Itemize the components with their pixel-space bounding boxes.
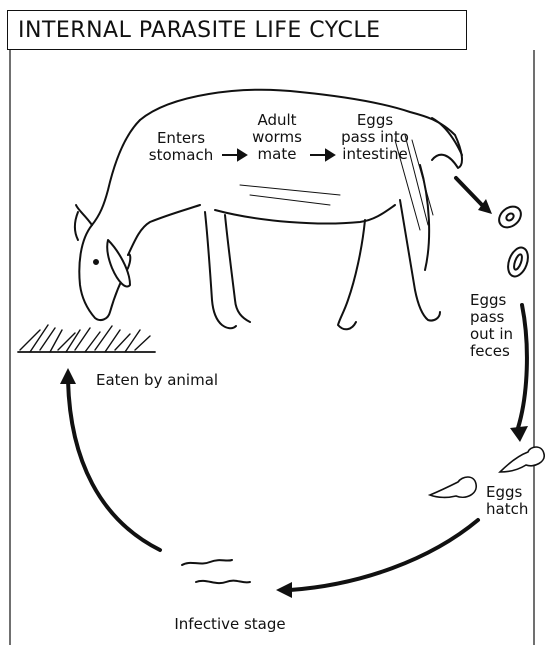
label-line: pass into	[332, 129, 418, 146]
label-line: feces	[470, 343, 530, 360]
infective-larvae	[182, 560, 250, 583]
label-line: mate	[244, 146, 310, 163]
grass-illustration	[18, 325, 155, 352]
label-eggs-pass-into-intestine: Eggs pass into intestine	[332, 112, 418, 163]
label-line: Eggs	[486, 484, 538, 501]
label-line: pass	[470, 309, 530, 326]
label-line: Enters	[140, 130, 222, 147]
label-line: hatch	[486, 501, 538, 518]
label-line: Eggs	[332, 112, 418, 129]
label-infective-stage: Infective stage	[150, 616, 310, 633]
label-line: worms	[244, 129, 310, 146]
label-eggs-hatch: Eggs hatch	[486, 484, 538, 518]
label-enters-stomach: Enters stomach	[140, 130, 222, 164]
label-line: intestine	[332, 146, 418, 163]
label-adult-worms-mate: Adult worms mate	[244, 112, 310, 163]
label-line: out in	[470, 326, 530, 343]
egg-illustrations	[495, 202, 532, 279]
label-eggs-pass-out-in-feces: Eggs pass out in feces	[470, 292, 530, 360]
label-line: Adult	[244, 112, 310, 129]
diagram-title: INTERNAL PARASITE LIFE CYCLE	[7, 10, 467, 50]
label-eaten-by-animal: Eaten by animal	[96, 372, 256, 389]
label-line: Eggs	[470, 292, 530, 309]
label-line: stomach	[140, 147, 222, 164]
